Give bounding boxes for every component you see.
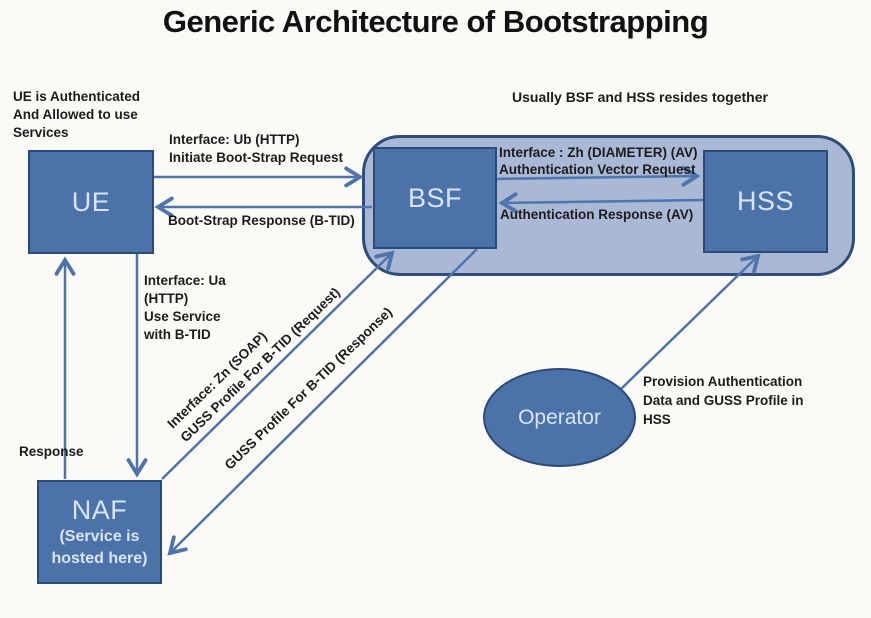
node-naf: NAF (Service is hosted here) <box>37 480 162 584</box>
ub-interface-label: Interface: Ub (HTTP) Initiate Boot-Strap… <box>169 132 344 165</box>
node-naf-sublabel: (Service is hosted here) <box>51 527 148 567</box>
auth-response-label: Authentication Response (AV) <box>500 207 694 222</box>
ua-interface-label: Interface: Ua (HTTP) Use Service with B-… <box>144 273 226 342</box>
node-operator: Operator <box>483 368 636 467</box>
node-hss: HSS <box>703 150 828 253</box>
bsf-hss-together-note: Usually BSF and HSS resides together <box>512 89 768 105</box>
bootstrap-response-label: Boot-Strap Response (B-TID) <box>168 213 355 228</box>
node-hss-label: HSS <box>736 186 795 216</box>
ue-authenticated-note: UE is Authenticated And Allowed to use S… <box>13 89 141 140</box>
node-naf-label: NAF <box>71 494 128 525</box>
node-operator-label: Operator <box>518 405 601 429</box>
node-ue-label: UE <box>71 186 111 217</box>
diagram-title: Generic Architecture of Bootstrapping <box>162 4 709 39</box>
provision-note: Provision Authentication Data and GUSS P… <box>643 374 804 427</box>
node-bsf: BSF <box>373 147 497 249</box>
response-label: Response <box>19 444 84 459</box>
node-bsf-label: BSF <box>407 182 462 213</box>
node-ue: UE <box>28 150 154 254</box>
zh-interface-label: Interface : Zh (DIAMETER) (AV) Authentic… <box>499 145 698 177</box>
